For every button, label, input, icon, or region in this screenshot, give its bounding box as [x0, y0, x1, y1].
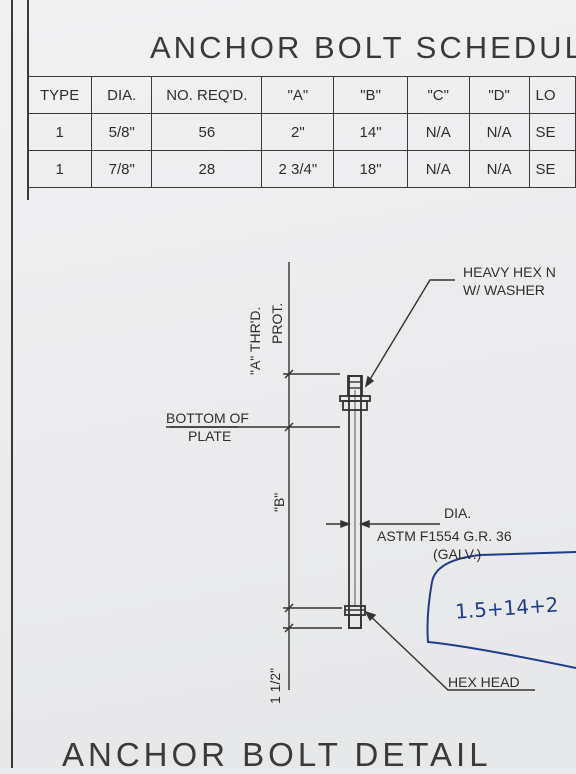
- detail-title: ANCHOR BOLT DETAIL: [62, 736, 492, 774]
- spec-label: ASTM F1554 G.R. 36: [377, 529, 512, 544]
- a-dimension-label-2: PROT.: [270, 303, 285, 344]
- hex-head-label: HEX HEAD: [448, 675, 520, 690]
- dia-label: DIA.: [444, 506, 471, 521]
- spec-label-2: (GALV.): [433, 547, 481, 562]
- bottom-dimension-label: 1 1/2": [268, 668, 283, 704]
- plate-label: BOTTOM OF: [166, 411, 249, 426]
- a-dimension-label: "A" THR'D.: [248, 307, 263, 375]
- plate-label-2: PLATE: [188, 429, 231, 444]
- nut-label-2: W/ WASHER: [463, 283, 545, 298]
- nut-label: HEAVY HEX N: [463, 265, 556, 280]
- b-dimension-label: "B": [272, 493, 287, 512]
